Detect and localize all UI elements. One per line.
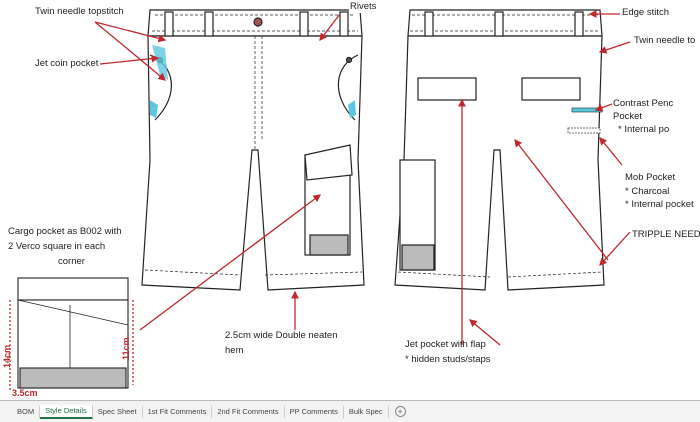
label-contrast-pencil-2: Pocket (613, 111, 643, 122)
sheet-canvas: Twin needle topstitch Rivets Jet coin po… (2, 0, 700, 398)
label-jet-pocket-flap: Jet pocket with flap (405, 339, 486, 350)
label-rivets: Rivets (349, 0, 378, 13)
tab-bulk-spec[interactable]: Bulk Spec (344, 405, 389, 418)
label-jet-coin-pocket: Jet coin pocket (35, 58, 99, 69)
tab-1st-fit-comments[interactable]: 1st Fit Comments (143, 405, 213, 418)
label-edge-stitch: Edge stitch (622, 7, 669, 18)
tab-2nd-fit-comments[interactable]: 2nd Fit Comments (212, 405, 285, 418)
add-sheet-icon[interactable]: + (394, 406, 406, 417)
tab-spec-sheet[interactable]: Spec Sheet (93, 405, 143, 418)
label-cargo-pocket: Cargo pocket as B002 with (8, 226, 122, 237)
front-shorts (141, 9, 365, 291)
label-cargo-pocket-2: 2 Verco square in each (8, 241, 106, 252)
tab-style-details[interactable]: Style Details (40, 404, 93, 419)
label-contrast-pencil-3: * Internal po (618, 124, 670, 135)
label-cargo-pocket-3: corner (58, 256, 85, 267)
label-tripple-needle: TRIPPLE NEEDL (632, 229, 700, 240)
label-mob-pocket-2: * Charcoal (625, 186, 670, 197)
shorts-technical-drawing (9, 9, 631, 390)
label-twin-needle-topstitch: Twin needle topstitch (35, 6, 124, 17)
label-jet-pocket-flap-2: * hidden studs/staps (405, 354, 491, 365)
label-hem-2: hem (225, 345, 244, 356)
label-contrast-pencil: Contrast Penc (613, 98, 674, 109)
measure-height: 14cm (2, 344, 12, 368)
label-hem: 2.5cm wide Double neaten (225, 330, 338, 341)
label-mob-pocket-3: * Internal pocket (625, 199, 694, 210)
label-mob-pocket: Mob Pocket (625, 172, 676, 183)
cargo-pocket-detail (17, 277, 129, 389)
annotation-arrows (9, 10, 631, 390)
sheet-tab-bar: BOM Style Details Spec Sheet 1st Fit Com… (0, 400, 700, 422)
back-shorts (394, 9, 605, 291)
tab-pp-comments[interactable]: PP Comments (285, 405, 344, 418)
label-twin-needle-back: Twin needle to (634, 35, 696, 46)
measure-width: 3.5cm (12, 388, 38, 398)
measure-flap: 11cm (121, 337, 131, 360)
tab-bom[interactable]: BOM (12, 405, 41, 418)
